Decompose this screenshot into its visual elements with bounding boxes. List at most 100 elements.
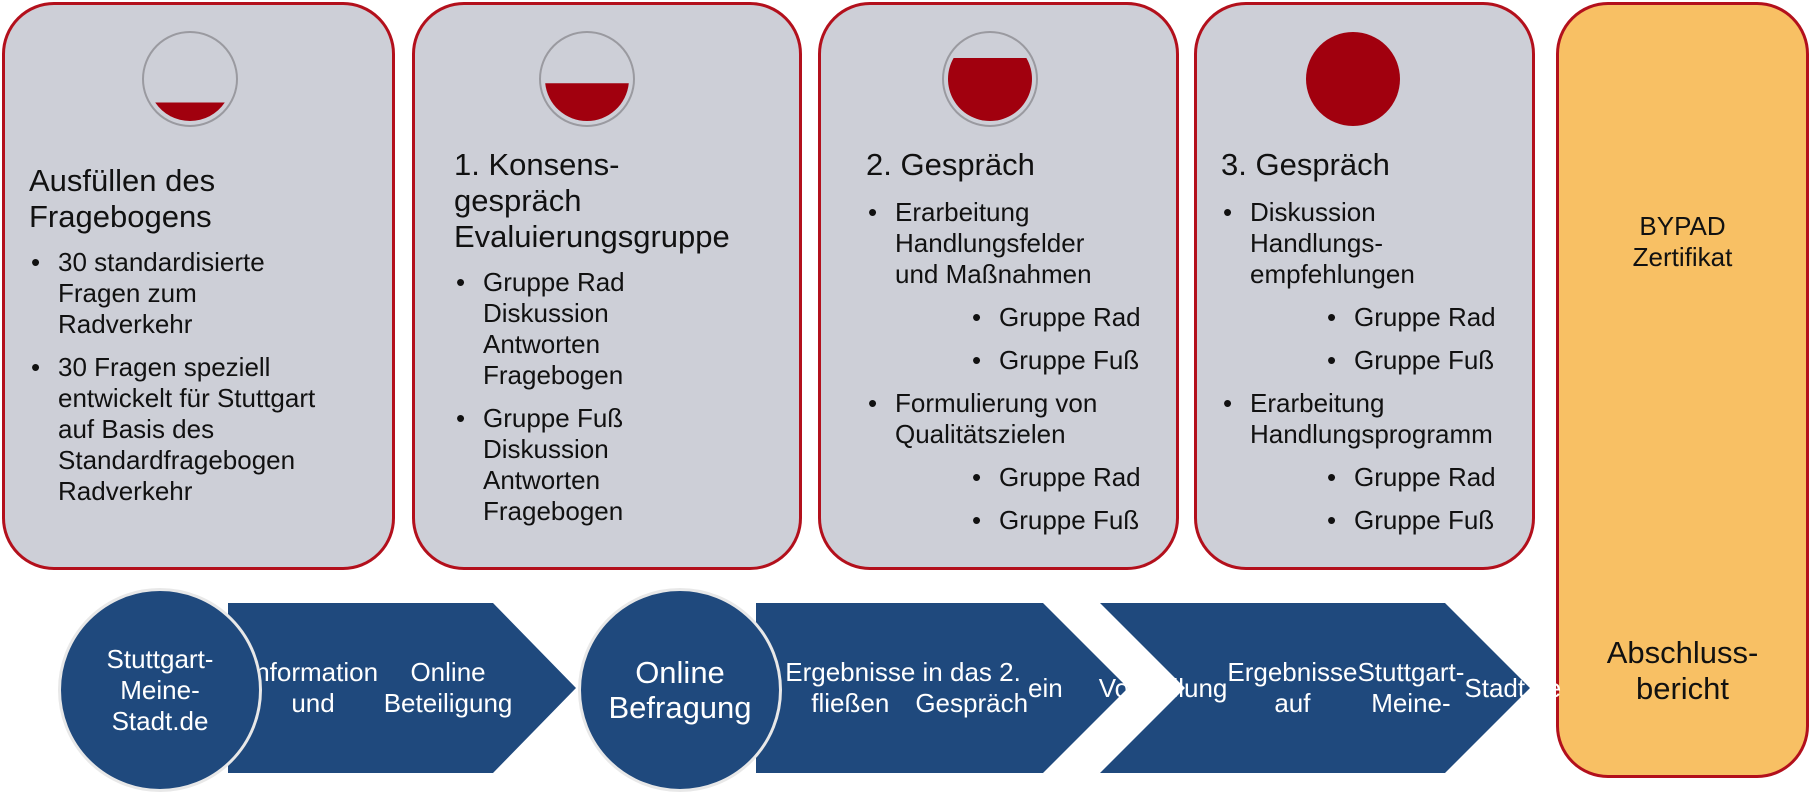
text-line: Stuttgart-: [106, 643, 214, 674]
text-line: Ergebnisse auf: [1227, 657, 1358, 718]
phase-card-third-talk: 3. Gespräch DiskussionHandlungs-empfehlu…: [1194, 2, 1535, 570]
text-line: Stadt.de: [1464, 672, 1562, 703]
sub-bullet-item: Gruppe Rad: [970, 462, 1176, 493]
text-line: Ergebnisse fließen: [785, 657, 916, 718]
text-line: Stuttgart-Meine-: [1357, 657, 1465, 718]
text-line: Handlungsfelder: [895, 228, 1085, 258]
phase-title: 2. Gespräch: [866, 147, 1035, 183]
sub-bullet-item: Gruppe Fuß: [1325, 345, 1536, 376]
text-line: Radverkehr: [58, 476, 193, 506]
progress-gauge-icon: [142, 31, 238, 127]
progress-gauge-icon: [942, 31, 1038, 127]
text-line: Standardfragebogen: [58, 445, 296, 475]
text-line: Fragebogens: [29, 199, 212, 234]
text-line: Radverkehr: [58, 309, 193, 339]
text-line: Handlungsprogramm: [1250, 419, 1493, 449]
text-line: Fragebogen: [483, 360, 624, 390]
text-line: Evaluierungsgruppe: [454, 219, 730, 254]
text-line: Antworten: [483, 329, 601, 359]
phase-items: Gruppe RadDiskussionAntwortenFragebogenG…: [454, 267, 784, 539]
text-line: Meine-: [120, 674, 200, 705]
text-line: Befragung: [608, 690, 752, 725]
text-line: Stadt.de: [111, 705, 209, 736]
bullet-item: Formulierung vonQualitätszielenGruppe Ra…: [866, 388, 1176, 536]
text-line: Online: [635, 655, 725, 690]
text-line: 3. Gespräch: [1221, 147, 1390, 182]
text-line: Fragen zum: [58, 278, 197, 308]
phase-card-second-talk: 2. Gespräch ErarbeitungHandlungsfelderun…: [818, 2, 1179, 570]
text-line: auf Basis des: [58, 414, 215, 444]
text-line: Qualitätszielen: [895, 419, 1066, 449]
text-line: Vorstellung: [1098, 672, 1228, 703]
sub-bullet-item: Gruppe Fuß: [970, 345, 1176, 376]
sub-bullet-item: Gruppe Rad: [1325, 462, 1536, 493]
text-line: Gruppe Rad: [483, 267, 625, 297]
text-line: entwickelt für Stuttgart: [58, 383, 316, 413]
text-line: Online Beteiligung: [383, 657, 513, 718]
sub-list: Gruppe RadGruppe Fuß: [1250, 462, 1536, 536]
text-line: Diskussion: [1250, 197, 1376, 227]
text-line: gespräch: [454, 183, 582, 218]
sub-list: Gruppe RadGruppe Fuß: [895, 302, 1176, 376]
text-line: Diskussion: [483, 434, 609, 464]
text-line: empfehlungen: [1250, 259, 1415, 289]
progress-gauge-icon: [1305, 31, 1401, 127]
text-line: Erarbeitung: [895, 197, 1030, 227]
text-line: 2. Gespräch: [866, 147, 1035, 182]
text-line: Handlungs-: [1250, 228, 1383, 258]
text-line: bericht: [1635, 671, 1730, 706]
text-line: 30 standardisierte: [58, 247, 265, 277]
text-line: Diskussion: [483, 298, 609, 328]
text-line: Ausfüllen des: [29, 163, 216, 198]
text-line: Gruppe Fuß: [483, 403, 624, 433]
text-line: Information und: [248, 657, 379, 718]
text-line: und Maßnahmen: [895, 259, 1092, 289]
sub-list: Gruppe RadGruppe Fuß: [895, 462, 1176, 536]
text-line: ein: [1028, 672, 1063, 703]
sub-bullet-item: Gruppe Fuß: [1325, 505, 1536, 536]
text-line: in das 2. Gespräch: [915, 657, 1029, 718]
flow-circle-platform: Stuttgart-Meine-Stadt.de: [58, 588, 262, 792]
text-line: 30 Fragen speziell: [58, 352, 271, 382]
text-line: Zertifikat: [1632, 242, 1733, 272]
sub-bullet-item: Gruppe Rad: [970, 302, 1176, 333]
final-report-label: Abschluss-bericht: [1559, 635, 1806, 707]
text-line: 1. Konsens-: [454, 147, 620, 182]
text-line: Erarbeitung: [1250, 388, 1385, 418]
bullet-item: ErarbeitungHandlungsprogrammGruppe RadGr…: [1221, 388, 1536, 536]
phase-title: 3. Gespräch: [1221, 147, 1390, 183]
text-line: Fragebogen: [483, 496, 624, 526]
text-line: Abschluss-: [1606, 635, 1759, 670]
sub-bullet-item: Gruppe Fuß: [970, 505, 1176, 536]
flow-circle-label: Stuttgart-Meine-Stadt.de: [107, 644, 214, 737]
text-line: Antworten: [483, 465, 601, 495]
sub-bullet-item: Gruppe Rad: [1325, 302, 1536, 333]
progress-gauge-icon: [539, 31, 635, 127]
text-line: Formulierung von: [895, 388, 1098, 418]
text-line: BYPAD: [1639, 211, 1726, 241]
sub-list: Gruppe RadGruppe Fuß: [1250, 302, 1536, 376]
